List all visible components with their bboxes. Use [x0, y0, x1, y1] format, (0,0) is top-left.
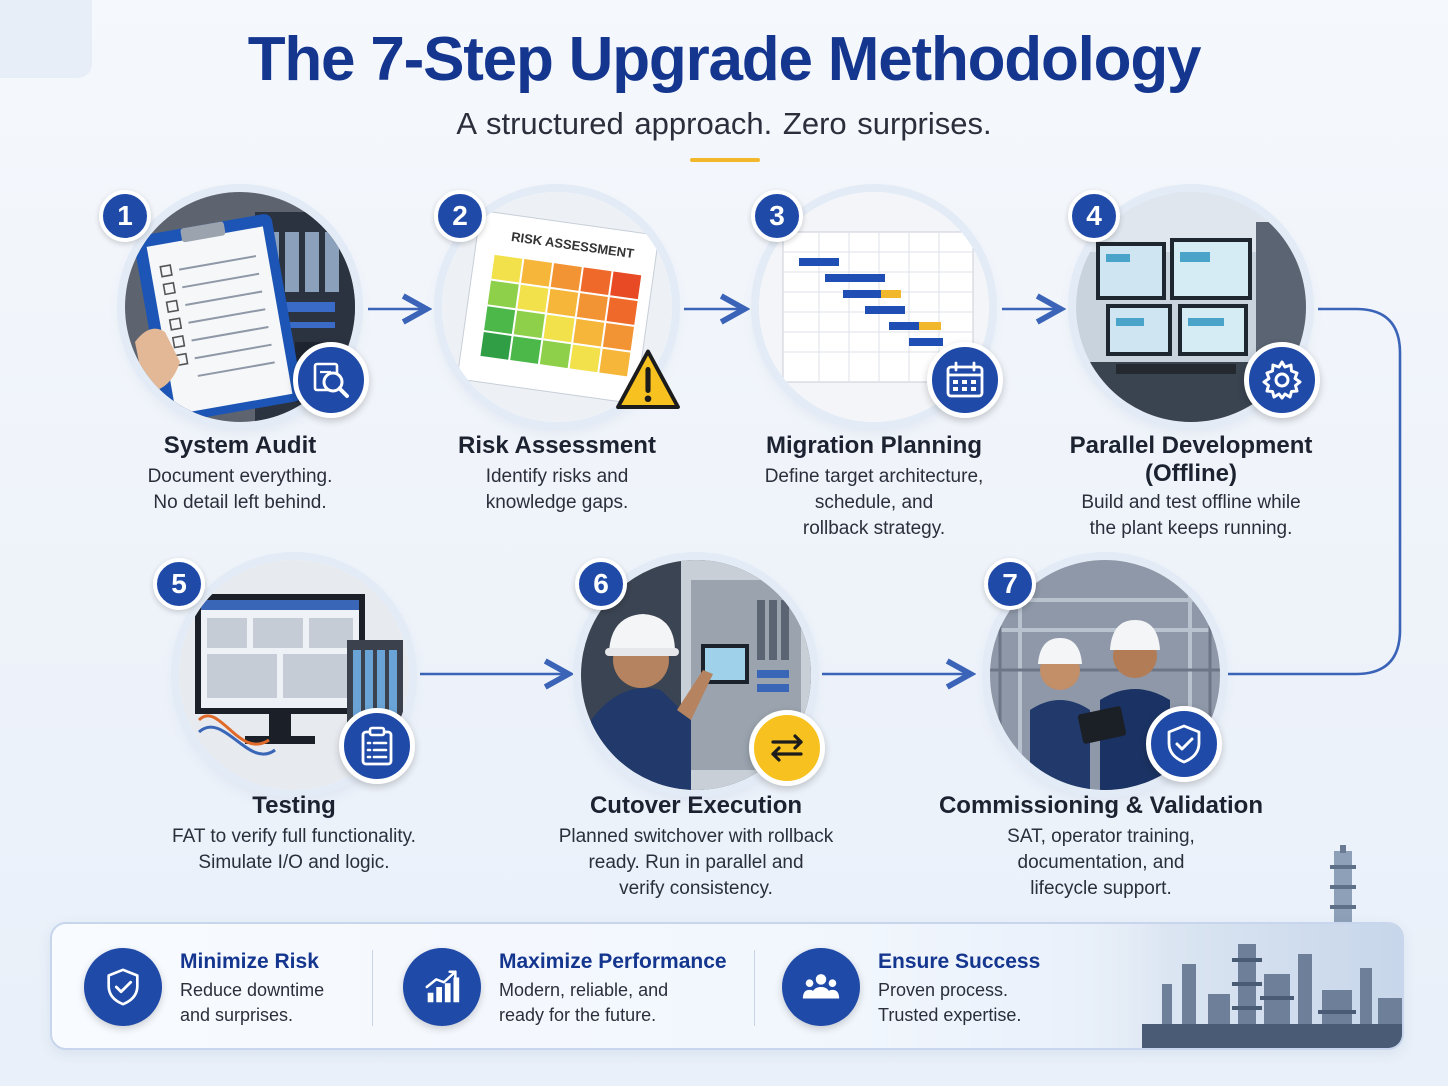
shield-check-icon: [1146, 706, 1222, 782]
step-number-badge: 6: [575, 558, 627, 610]
bar-chart-icon: [403, 948, 481, 1026]
step-description: FAT to verify full functionality. Simula…: [172, 826, 416, 873]
warning-icon: [610, 342, 686, 418]
step-description: Document everything. No detail left behi…: [147, 466, 333, 513]
step-number-badge: 5: [153, 558, 205, 610]
benefits-band: Minimize Risk Reduce downtime and surpri…: [50, 922, 1404, 1050]
gear-icon: [1244, 342, 1320, 418]
step-description: SAT, operator training, documentation, a…: [1007, 826, 1195, 899]
team-icon: [782, 948, 860, 1026]
page-title: The 7-Step Upgrade Methodology: [247, 25, 1202, 94]
step-number-badge: 4: [1068, 190, 1120, 242]
refinery-tower-image: [1330, 845, 1356, 925]
step-title: Parallel Development (Offline): [1069, 432, 1313, 487]
step-title: Risk Assessment: [458, 432, 656, 459]
clipboard-icon: [339, 708, 415, 784]
step-number-badge: 3: [751, 190, 803, 242]
title-underline: [690, 158, 760, 162]
benefit-description: Modern, reliable, and ready for the futu…: [499, 980, 669, 1025]
benefit-divider: [372, 950, 373, 1026]
step-description: Define target architecture, schedule, an…: [764, 466, 984, 539]
benefit-ensure-success: Ensure Success Proven process. Trusted e…: [782, 946, 1082, 1032]
benefit-title: Minimize Risk: [180, 950, 319, 973]
benefit-title: Maximize Performance: [499, 950, 727, 973]
step-7: 7 Commissioning & Validation SAT, operat…: [936, 558, 1266, 940]
benefit-title: Ensure Success: [878, 950, 1041, 973]
step-6: 6 Cutover Execution Planned switchover w…: [531, 558, 861, 940]
step-description: Identify risks and knowledge gaps.: [485, 466, 629, 513]
step-description: Planned switchover with rollback ready. …: [558, 826, 834, 899]
step-number-badge: 2: [434, 190, 486, 242]
step-title: System Audit: [163, 432, 317, 459]
benefit-minimize-risk: Minimize Risk Reduce downtime and surpri…: [84, 946, 384, 1032]
control-room-photo: [1076, 192, 1306, 422]
benefit-maximize-performance: Maximize Performance Modern, reliable, a…: [403, 946, 763, 1032]
step-5: 5 Testing FAT to verify full functionali…: [129, 558, 459, 940]
step-3: 3 Migration Planning Define target archi…: [709, 190, 1039, 572]
shield-check-icon: [84, 948, 162, 1026]
clipboard-checklist-photo: [125, 192, 355, 422]
swap-arrows-icon: [749, 710, 825, 786]
magnifier-icon: [293, 342, 369, 418]
refinery-skyline-image: [1042, 924, 1402, 1048]
step-2: RISK ASSESSMENT 2 Risk Assessment Identi…: [392, 190, 722, 572]
step-description: Build and test offline while the plant k…: [1081, 492, 1301, 539]
benefit-divider: [754, 950, 755, 1026]
step-title: Testing: [252, 792, 336, 819]
step-number-badge: 1: [99, 190, 151, 242]
page-subtitle: A structured approach. Zero surprises.: [456, 106, 992, 141]
benefit-description: Reduce downtime and surprises.: [180, 980, 325, 1025]
step-1: 1 System Audit Document everything. No d…: [75, 190, 405, 572]
step-number-badge: 7: [984, 558, 1036, 610]
step-title: Migration Planning: [766, 432, 982, 459]
step-title: Cutover Execution: [589, 792, 803, 819]
corner-decoration: [0, 0, 92, 78]
benefit-description: Proven process. Trusted expertise.: [878, 980, 1022, 1025]
calendar-icon: [927, 342, 1003, 418]
step-4: 4 Parallel Development (Offline) Build a…: [1026, 190, 1356, 572]
step-title: Commissioning & Validation: [938, 792, 1264, 819]
